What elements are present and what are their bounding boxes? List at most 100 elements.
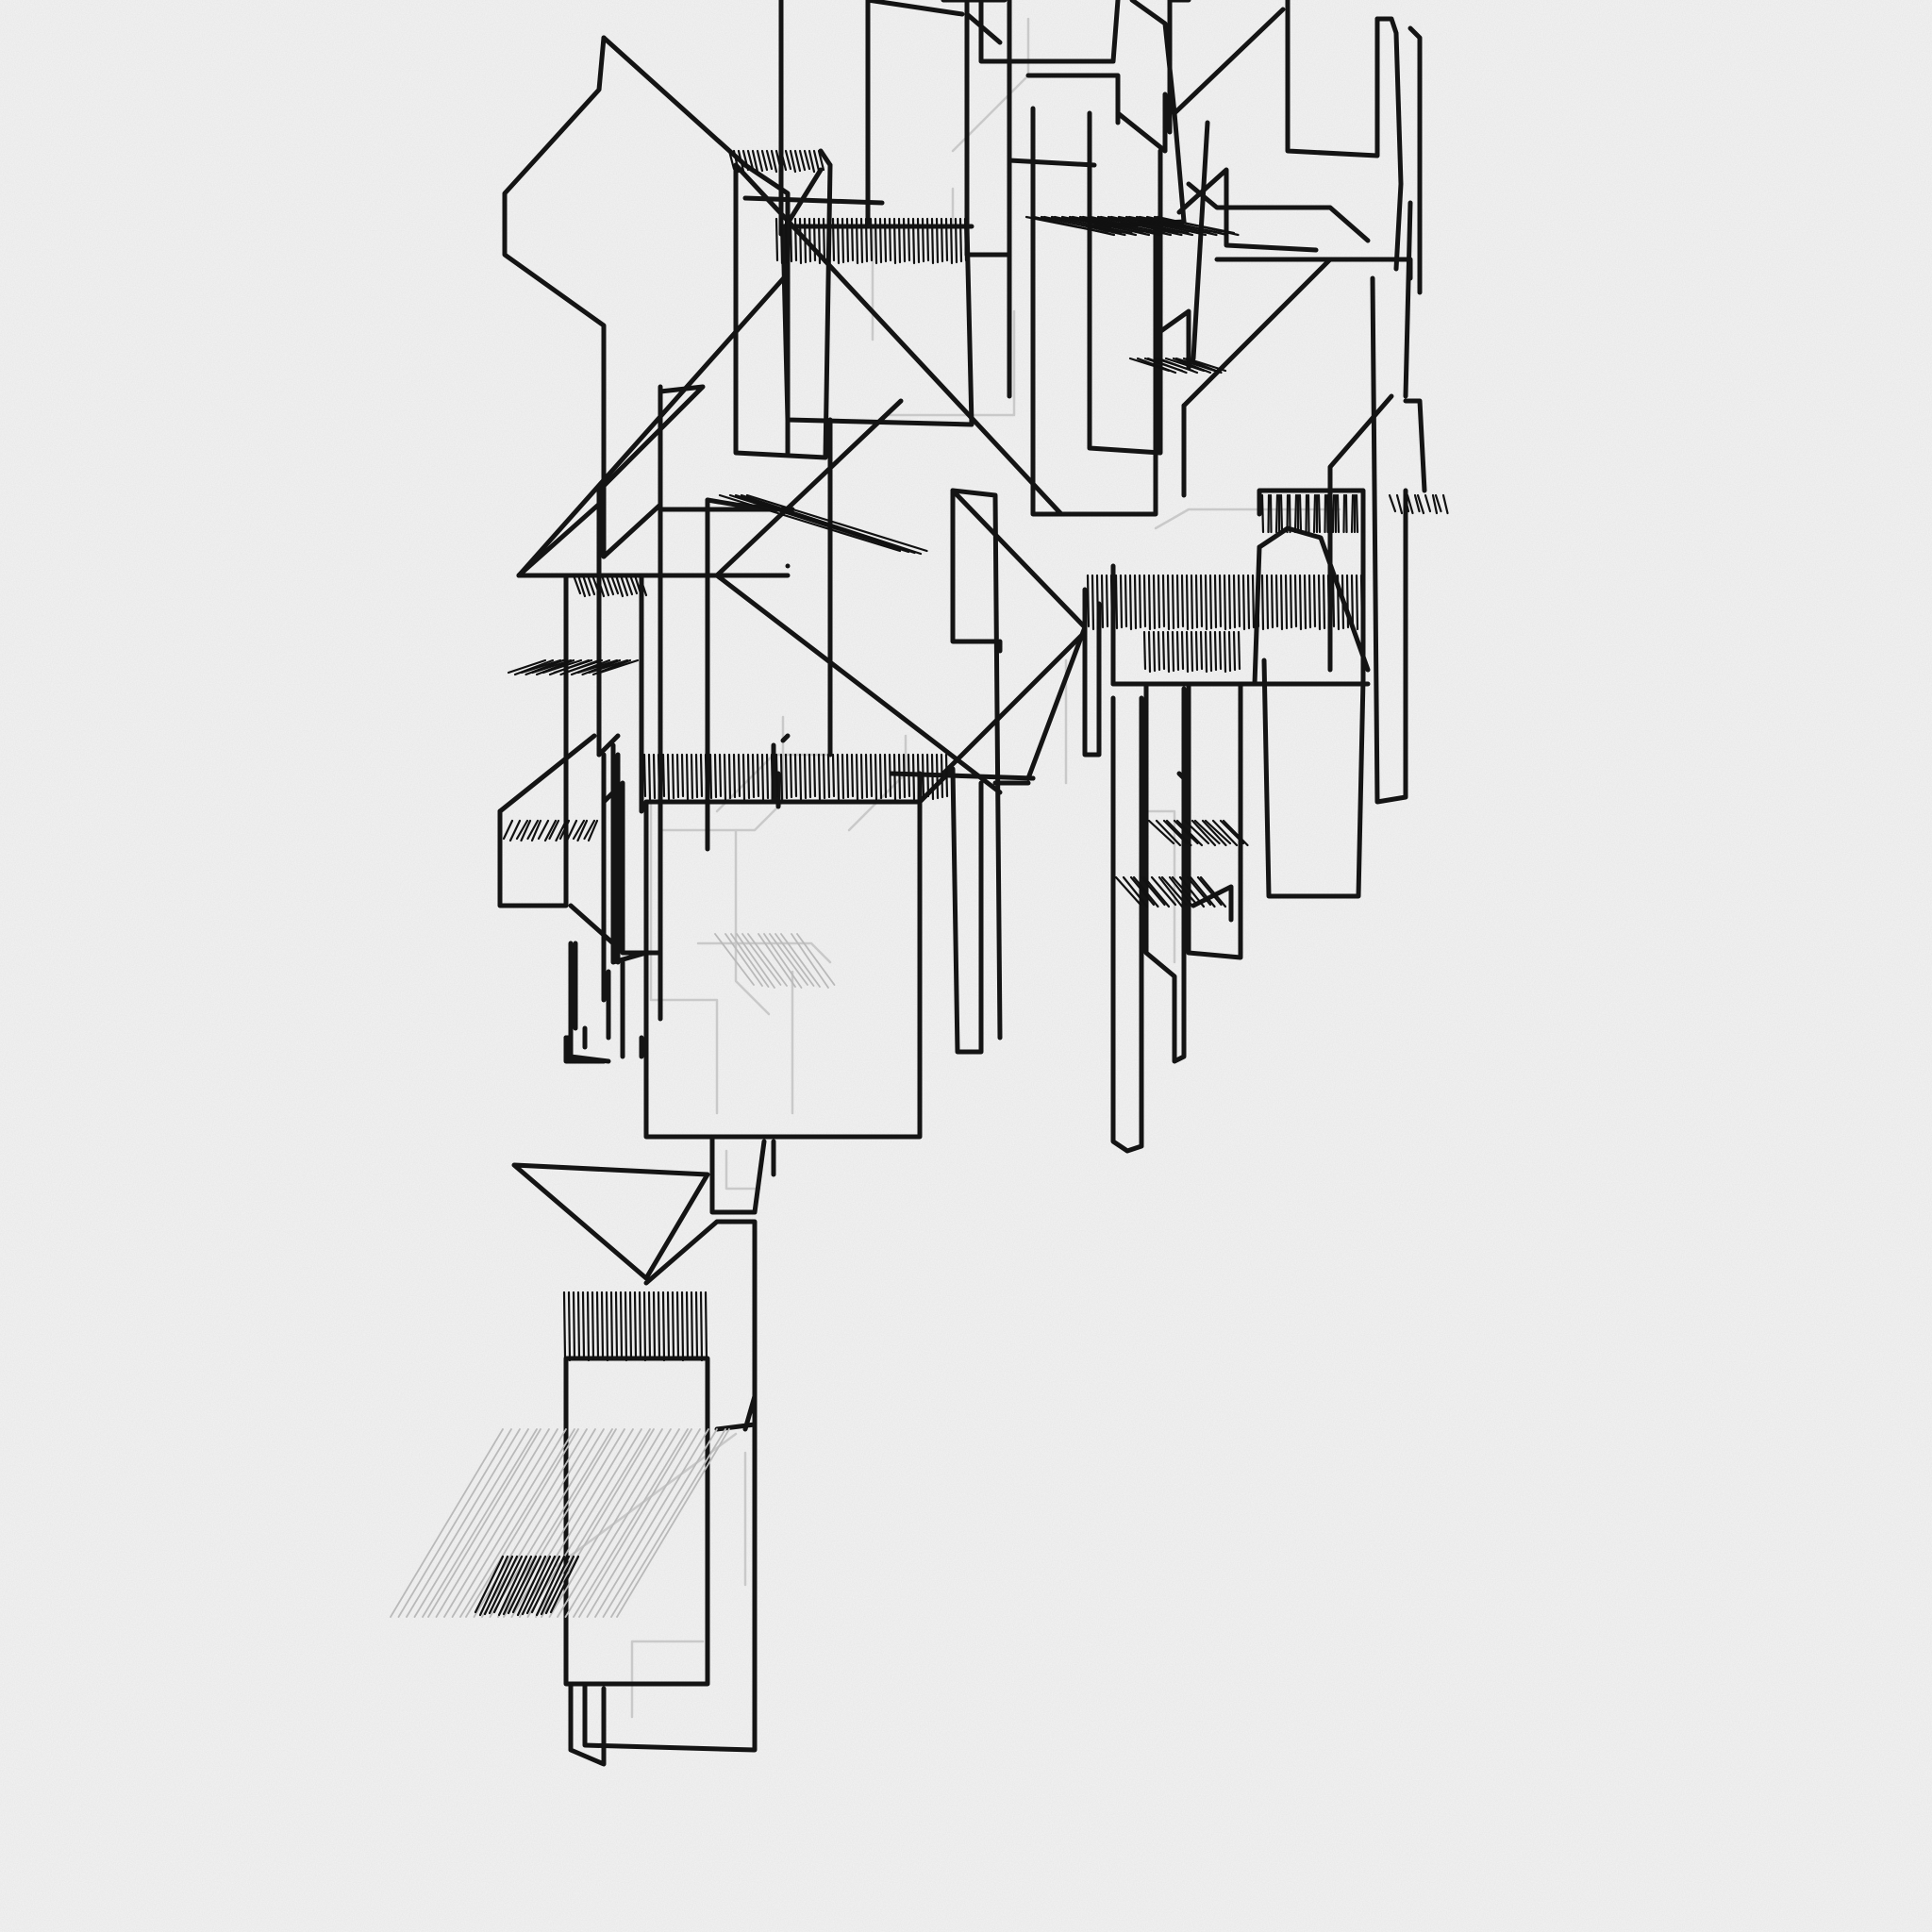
hatch-stroke [758, 934, 795, 987]
hatch-stroke [1305, 575, 1306, 628]
hatch-stroke [1130, 575, 1131, 629]
hatch-stroke [687, 755, 688, 799]
hatch-diagonal-upper [1026, 217, 1239, 235]
hatch-stroke [1191, 575, 1192, 628]
hatch-stroke [588, 1292, 589, 1360]
hatch-stroke [522, 660, 560, 673]
hatch-stroke [786, 755, 787, 798]
hatch-stroke [748, 151, 753, 169]
hatch-stroke [555, 660, 592, 673]
hatch-stroke [592, 1292, 593, 1359]
hatch-stroke [828, 755, 829, 797]
hatch-stroke [734, 151, 739, 172]
hatch-stroke [504, 1557, 531, 1614]
hatch-stroke [1433, 495, 1437, 513]
hatch-stroke [460, 1429, 575, 1617]
hatch-stroke [677, 1292, 678, 1357]
hatch-stroke [635, 1292, 636, 1358]
hatch-stroke [428, 1429, 541, 1617]
faint-construction-lines [557, 19, 1340, 1717]
hatch-stroke [1239, 575, 1240, 626]
hatch-stroke [475, 1557, 503, 1612]
hatch-stroke [1168, 575, 1169, 629]
hatch-stroke [932, 755, 933, 799]
hatch-stroke [588, 575, 594, 594]
hatch-stroke [677, 755, 678, 797]
hatch-stroke [578, 660, 617, 673]
hatch-stroke [1338, 495, 1339, 532]
hatch-left-slant [508, 660, 638, 675]
hatch-stroke [1262, 575, 1263, 629]
hatch-stroke [866, 219, 867, 261]
hatch-right-band [1088, 575, 1362, 629]
hatch-stroke [499, 1557, 526, 1615]
hatch-stroke [527, 1557, 555, 1613]
hatch-stroke [597, 575, 604, 596]
hatch-stroke [871, 755, 872, 796]
hatch-stroke [753, 755, 754, 797]
hatch-stroke [908, 755, 909, 796]
hatch-stroke [551, 1557, 578, 1612]
hatch-stroke [583, 575, 590, 595]
hatch-stroke [1148, 358, 1187, 373]
hatch-stroke [1206, 575, 1207, 629]
hatch-stroke [687, 1292, 688, 1359]
hatch-stroke [1167, 821, 1191, 845]
hatch-stroke [1198, 877, 1222, 905]
hatch-stroke [545, 821, 556, 841]
hatch-right-cap [1262, 495, 1363, 532]
hatch-stroke [776, 755, 777, 796]
hatch-stroke [1308, 495, 1309, 532]
hatch-stroke [809, 755, 810, 797]
hatch-top-left [729, 151, 824, 172]
hatch-stroke [522, 821, 531, 841]
hatch-stroke [550, 821, 559, 839]
hatch-stroke [1276, 495, 1277, 532]
hatch-stroke [1248, 575, 1249, 628]
hatch-stroke [1170, 877, 1193, 907]
hatch-stroke [795, 219, 796, 260]
hatch-stroke [602, 575, 608, 595]
hatch-stroke [1187, 358, 1225, 371]
hatch-stroke [1162, 877, 1187, 905]
hatch-stroke [1134, 877, 1158, 907]
hatch-stroke [786, 219, 787, 262]
hatch-stroke [1097, 575, 1098, 628]
hatch-stroke [682, 755, 683, 796]
hatch-stroke [1229, 575, 1230, 628]
hatch-stroke [1180, 877, 1204, 907]
hatch-stroke [415, 1429, 529, 1617]
hatch-stroke [437, 1429, 550, 1617]
hatch-stroke [1342, 575, 1343, 628]
hatch-stroke [720, 755, 721, 796]
hatch-stroke [617, 1429, 729, 1617]
hatch-stroke [590, 660, 628, 673]
hatch-stroke [847, 755, 848, 797]
hatch-stroke [523, 1557, 550, 1614]
hatch-stroke [941, 219, 942, 261]
hatch-stroke [800, 755, 801, 799]
hatch-stroke [1276, 575, 1277, 626]
hatch-stroke [951, 219, 952, 263]
hatch-stroke [673, 755, 674, 798]
hatch-stroke [565, 660, 602, 673]
hatch-stroke [1325, 495, 1326, 532]
hatch-stroke [894, 219, 895, 263]
hatch-stroke [800, 219, 801, 263]
hatch-stroke [772, 755, 773, 797]
hatch-stroke [715, 755, 716, 797]
hatch-stroke [583, 1292, 584, 1357]
hatch-stroke [1121, 575, 1122, 627]
hatch-stroke [1177, 821, 1202, 845]
hatch-stroke [1224, 575, 1225, 629]
hatch-stroke [1295, 495, 1296, 532]
hatch-stroke [791, 934, 828, 988]
hatch-stroke [407, 1429, 520, 1617]
hatch-stroke [1034, 217, 1114, 235]
hatch-stroke [847, 219, 848, 261]
hatch-stroke [517, 821, 527, 839]
hatch-stroke [1173, 632, 1174, 671]
hatch-stroke [1210, 632, 1211, 671]
hatch-stroke [1210, 575, 1211, 628]
hatch-stroke [600, 660, 638, 673]
